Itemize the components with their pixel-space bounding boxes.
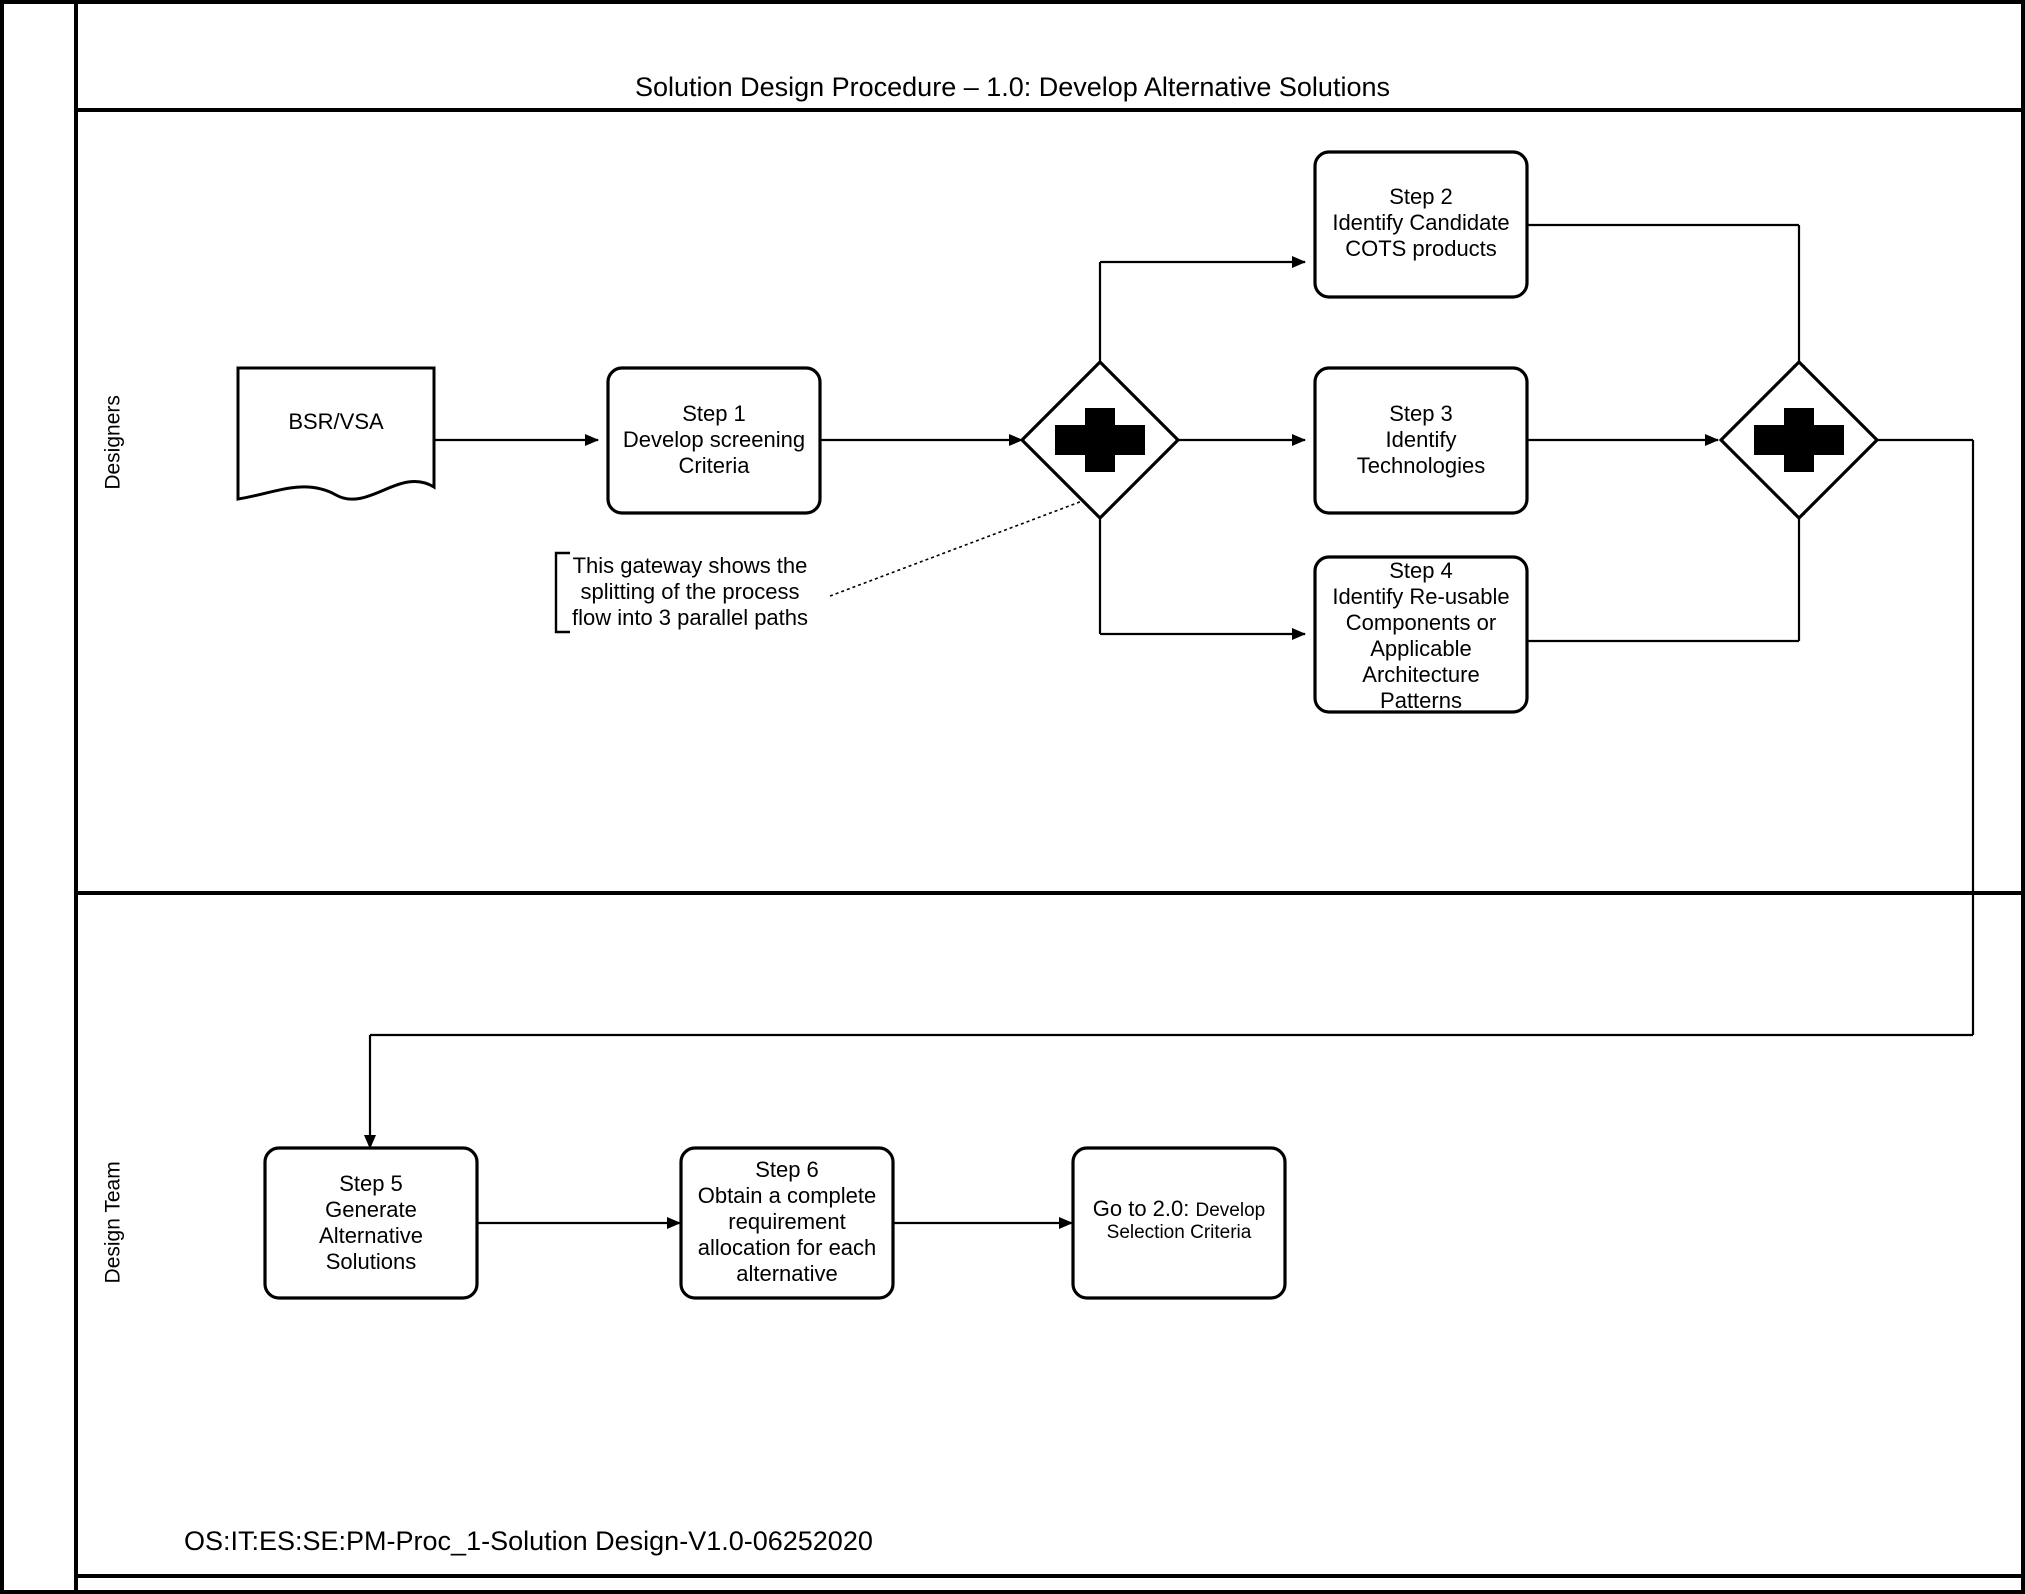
step-2-box	[1313, 150, 1529, 299]
step-3-box	[1313, 366, 1529, 515]
parallel-gateway-split-shape	[1019, 359, 1181, 521]
annotation-leader	[829, 499, 1086, 597]
annotation-bracket	[554, 551, 570, 634]
parallel-gateway-join-shape	[1718, 359, 1880, 521]
task-shapes	[263, 150, 1529, 1300]
bsr-vsa-document-shape	[236, 366, 436, 501]
step-4-box	[1313, 555, 1529, 714]
step-1-box	[606, 366, 822, 515]
go-to-2-box	[1071, 1146, 1287, 1300]
plus-icon	[1754, 408, 1844, 472]
step-5-box	[263, 1146, 479, 1300]
step-6-box	[679, 1146, 895, 1300]
plus-icon	[1055, 408, 1145, 472]
sequence-flows	[364, 223, 1975, 1229]
